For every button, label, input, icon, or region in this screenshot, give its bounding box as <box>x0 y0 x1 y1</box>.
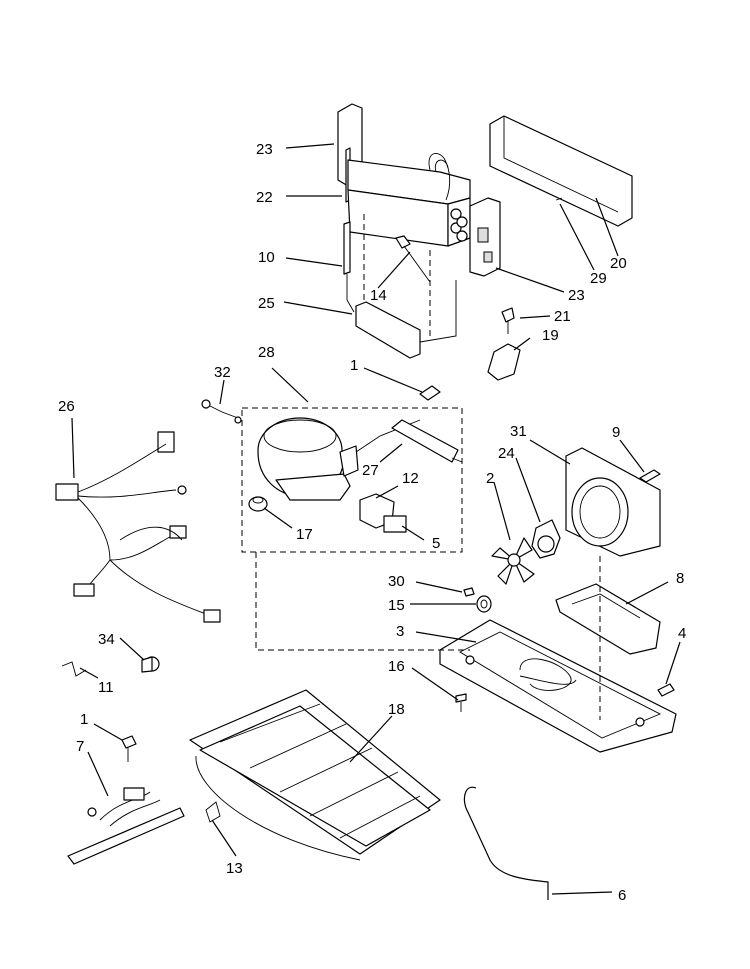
part-34 <box>141 656 160 673</box>
condenser-fan-shroud <box>565 447 661 557</box>
evaporator-bracket-right <box>469 197 501 277</box>
callout-1a: 1 <box>350 357 358 374</box>
callout-9: 9 <box>612 424 620 441</box>
callout-1b: 1 <box>80 711 88 728</box>
screw-9 <box>639 469 661 483</box>
wire-32 <box>201 399 242 424</box>
wire-11 <box>61 661 87 677</box>
screw-1-top <box>419 385 441 401</box>
callout-4: 4 <box>678 625 686 642</box>
overload-relay <box>359 493 407 533</box>
callout-2: 2 <box>486 470 494 487</box>
grommet-15 <box>476 595 492 613</box>
callout-8: 8 <box>676 570 684 587</box>
drain-tube <box>463 786 549 900</box>
callout-19: 19 <box>542 327 559 344</box>
leader-lines <box>71 143 681 895</box>
callout-17: 17 <box>296 526 313 543</box>
fan-motor <box>531 519 561 559</box>
callout-14: 14 <box>370 287 387 304</box>
callout-23a: 23 <box>256 141 273 158</box>
callout-12: 12 <box>402 470 419 487</box>
callout-7: 7 <box>76 738 84 755</box>
callout-28: 28 <box>258 344 275 361</box>
clip-13 <box>205 801 221 823</box>
callout-26: 26 <box>58 398 75 415</box>
spacer-30 <box>463 587 475 597</box>
assembly-guide-lines <box>255 552 470 651</box>
callout-22: 22 <box>256 189 273 206</box>
callout-15: 15 <box>388 597 405 614</box>
wire-harness <box>55 431 221 623</box>
callout-23b: 23 <box>568 287 585 304</box>
callout-13: 13 <box>226 860 243 877</box>
callout-27: 27 <box>362 462 379 479</box>
callout-5: 5 <box>432 535 440 552</box>
callout-16: 16 <box>388 658 405 675</box>
callout-10: 10 <box>258 249 275 266</box>
callout-32: 32 <box>214 364 231 381</box>
fan-bracket <box>555 583 661 655</box>
fan-blade <box>491 537 535 585</box>
callout-29: 29 <box>590 270 607 287</box>
callout-6: 6 <box>618 887 626 904</box>
callout-25: 25 <box>258 295 275 312</box>
heater-harness <box>67 787 185 865</box>
condenser <box>189 689 441 861</box>
callout-34: 34 <box>98 631 115 648</box>
callout-20: 20 <box>610 255 627 272</box>
callout-labels: 23 22 10 14 25 20 29 23 21 19 28 1 32 26… <box>58 141 686 904</box>
air-duct <box>489 115 633 227</box>
screw-4 <box>657 683 675 697</box>
base-plate <box>439 619 677 753</box>
callout-21: 21 <box>554 308 571 325</box>
callout-3: 3 <box>396 623 404 640</box>
filter-drier <box>391 419 463 463</box>
callout-18: 18 <box>388 701 405 718</box>
compressor-kit-boundary <box>241 407 463 553</box>
screw-16 <box>455 693 467 712</box>
screw-1-left <box>121 735 137 762</box>
grommet <box>248 496 268 512</box>
callout-11: 11 <box>98 679 114 696</box>
evaporator-assembly <box>337 103 471 247</box>
callout-31: 31 <box>510 423 527 440</box>
callout-24: 24 <box>498 445 515 462</box>
screw-and-bracket <box>487 307 521 381</box>
compressor <box>257 417 421 501</box>
evaporator-supports <box>343 214 457 359</box>
callout-30: 30 <box>388 573 405 590</box>
